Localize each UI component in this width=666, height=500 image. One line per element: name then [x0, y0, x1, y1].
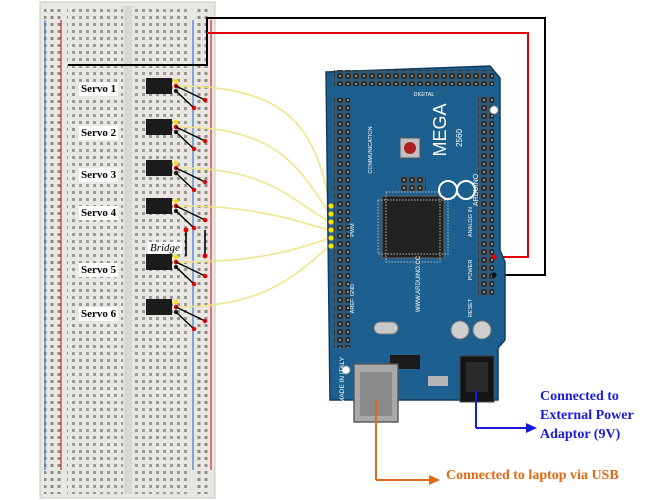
digital-header [334, 98, 350, 348]
bridge-jumper [183, 227, 208, 259]
arduino-mega-board: MEGA 2560 ARDUINO WWW.ARDUINO.CC MADE IN… [325, 65, 506, 423]
board-analog-in: ANALOG IN [468, 207, 474, 237]
board-name: MEGA [430, 103, 450, 156]
power-note-line-2: External Power [540, 408, 634, 423]
board-reset: RESET [468, 298, 474, 317]
servo-connector-4 [146, 198, 208, 231]
bridge-label: Bridge [148, 242, 182, 254]
signal-wire-4 [177, 205, 331, 231]
servo-label-3: Servo 3 [79, 168, 119, 182]
servo-label-5: Servo 5 [79, 263, 119, 277]
signal-wire-2 [177, 126, 331, 215]
power-note-line-1: Connected to [540, 389, 619, 404]
arduino-logo [438, 180, 476, 200]
signal-wire-3 [177, 167, 331, 223]
power-header [478, 250, 494, 296]
board-brand: ARDUINO [473, 173, 480, 206]
servo-connectors [146, 78, 208, 332]
servo-connector-6 [146, 299, 208, 332]
usb-note: Connected to laptop via USB [446, 468, 619, 483]
signal-wires [177, 85, 331, 308]
servo-label-1: Servo 1 [79, 82, 119, 96]
board-made-in: MADE IN ITALY [339, 356, 346, 403]
power-wires [68, 17, 546, 276]
board-gnd: GND [350, 284, 356, 296]
signal-wire-6 [177, 245, 331, 308]
board-site: WWW.ARDUINO.CC [416, 255, 422, 312]
analog-header [478, 96, 494, 266]
servo-label-2: Servo 2 [79, 126, 119, 140]
ground-wire [68, 17, 546, 276]
board-digital: DIGITAL [414, 92, 435, 98]
board-pwm: PWM [350, 223, 356, 237]
power-note-line-3: Adaptor (9V) [540, 427, 621, 442]
power-wire [207, 32, 529, 258]
signal-wire-5 [177, 237, 331, 263]
breadboard [39, 1, 216, 499]
board-model: 2560 [455, 129, 464, 147]
board-communication: COMMUNICATION [368, 126, 374, 173]
usb-arrow [375, 400, 440, 485]
servo-connector-2 [146, 119, 208, 152]
servo-connector-3 [146, 160, 208, 193]
power-arrow [475, 390, 537, 433]
signal-wire-1 [177, 85, 331, 207]
power-note: Connected to External Power Adaptor (9V) [540, 387, 664, 444]
servo-connector-5 [146, 254, 208, 287]
servo-connector-1 [146, 78, 208, 111]
microcontroller-chip [381, 195, 445, 259]
board-power: POWER [468, 260, 474, 281]
board-aref: AREF [350, 298, 356, 313]
servo-label-4: Servo 4 [79, 206, 119, 220]
servo-label-6: Servo 6 [79, 307, 119, 321]
